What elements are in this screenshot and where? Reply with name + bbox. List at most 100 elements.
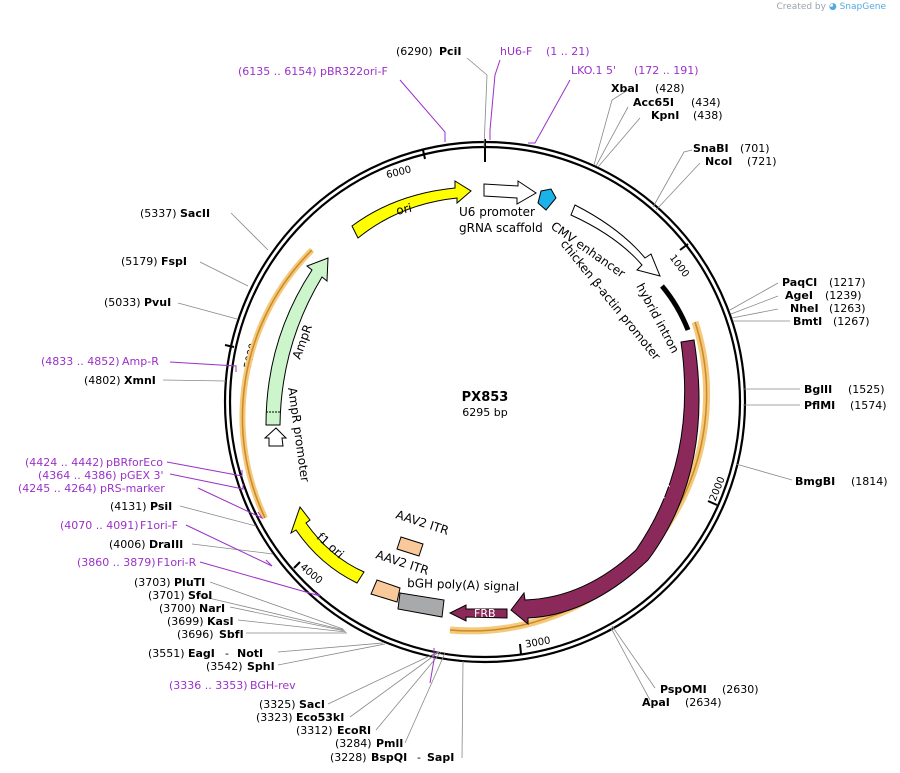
primer-hu6-name: hU6-F xyxy=(500,45,532,58)
credit-prefix: Created by xyxy=(776,2,826,12)
tick-label-3000: 3000 xyxy=(524,635,551,650)
site-ecori-pos: (3312) xyxy=(296,724,333,737)
leader-age xyxy=(730,295,779,315)
tick-label-6000: 6000 xyxy=(385,164,412,181)
primer-leader-lko xyxy=(528,79,571,144)
primer-pgex-name: pGEX 3' xyxy=(120,469,164,482)
primer-leader-f1r xyxy=(199,561,321,597)
leader-fsp xyxy=(199,261,249,287)
tick-2000 xyxy=(707,500,718,506)
site-psp-name: PspOMI xyxy=(660,683,707,696)
site-paq-name: PaqCI xyxy=(782,276,817,289)
tick-5000 xyxy=(224,344,235,348)
site-apa-name: ApaI xyxy=(642,696,670,709)
leader-dra xyxy=(191,543,274,555)
site-labels-right: PaqCI (1217) AgeI (1239) NheI (1263) Bmt… xyxy=(642,276,888,709)
site-eag-name: EagI xyxy=(188,647,215,660)
aav2-itr-label-1: AAV2 ITR xyxy=(374,548,431,578)
leader-pci xyxy=(466,57,488,148)
site-pml-name: PmlI xyxy=(376,737,403,750)
ampr-arrow xyxy=(265,257,329,426)
leader-xba xyxy=(593,89,629,166)
primer-pgex-range: (4364 .. 4386) xyxy=(38,469,117,482)
site-bmt-pos: (1267) xyxy=(833,315,870,328)
snapgene-logo: ◕ xyxy=(828,2,837,12)
site-kas-name: KasI xyxy=(207,615,234,628)
primer-labels: (6135 .. 6154) pBR322ori-F hU6-F (1 .. 2… xyxy=(18,45,699,692)
leader-sac2 xyxy=(230,212,269,251)
site-ecori-name: EcoRI xyxy=(337,724,371,737)
grna-scaffold-arrow xyxy=(537,188,557,211)
site-bmg-pos: (1814) xyxy=(851,475,888,488)
site-sbf-name: SbfI xyxy=(219,628,244,641)
primer-leader-bgh xyxy=(429,648,435,684)
primer-leaders xyxy=(166,59,571,684)
site-eag-sep: - xyxy=(225,647,229,660)
site-psi-pos: (4131) xyxy=(110,500,147,513)
site-pvu-name: PvuI xyxy=(144,296,171,309)
leader-bmg xyxy=(735,463,793,481)
site-pml-pos: (3284) xyxy=(335,737,372,750)
site-bmt-name: BmtI xyxy=(793,315,822,328)
primer-prs-name: pRS-marker xyxy=(100,482,165,495)
leader-nco xyxy=(655,162,701,211)
u6-promoter-label: U6 promoter xyxy=(459,205,535,219)
site-eco53-pos: (3323) xyxy=(256,711,293,724)
site-sap-name: SapI xyxy=(427,751,454,764)
backbone xyxy=(223,139,747,664)
site-sbf-pos: (3696) xyxy=(177,628,214,641)
tick-1000 xyxy=(679,243,689,251)
leader-pvu xyxy=(177,302,238,320)
aav2-itr-box-2 xyxy=(396,536,424,557)
site-psi-name: PsiI xyxy=(150,500,172,513)
leader-pml xyxy=(404,652,446,744)
site-pfl-name: PflMI xyxy=(804,399,835,412)
aav2-itr-box-1 xyxy=(370,579,401,603)
aav2-itr-label-2: AAV2 ITR xyxy=(394,508,451,538)
site-nhe-pos: (1263) xyxy=(829,302,866,315)
primer-leader-pbrfor xyxy=(166,461,243,477)
site-age-name: AgeI xyxy=(785,289,813,302)
leader-eag xyxy=(277,642,384,653)
site-bgl-name: BglII xyxy=(804,383,832,396)
site-plu-pos: (3703) xyxy=(134,576,171,589)
site-paq-pos: (1217) xyxy=(829,276,866,289)
site-nhe-name: NheI xyxy=(790,302,819,315)
site-nar-pos: (3700) xyxy=(159,602,196,615)
site-sac2-pos: (5337) xyxy=(140,207,177,220)
primer-lko-range: (172 .. 191) xyxy=(634,64,699,77)
leader-eco53 xyxy=(349,651,440,718)
site-apa-pos: (2634) xyxy=(685,696,722,709)
leader-bsp xyxy=(461,660,464,759)
site-eag-pos: (3551) xyxy=(148,647,185,660)
primer-leader-f1f xyxy=(185,524,273,567)
site-labels-bottom: (3325) SacI (3323) Eco53kI (3312) EcoRI … xyxy=(256,698,454,764)
site-sac-name: SacI xyxy=(299,698,325,711)
leader-acc xyxy=(595,106,629,167)
site-labels-top: (6290) PciI XbaI (428) Acc65I (434) KpnI… xyxy=(396,45,777,168)
primer-pbr322-name: pBR322ori-F xyxy=(320,65,388,78)
site-bsp-sep: - xyxy=(417,751,421,764)
site-pci-pos: (6290) xyxy=(396,45,433,58)
site-pvu-pos: (5033) xyxy=(104,296,141,309)
primer-leader-pbr322 xyxy=(399,79,446,142)
plasmid-size: 6295 bp xyxy=(462,406,507,419)
primer-pbrfor-name: pBRforEco xyxy=(106,456,163,469)
ampr-highlight-core xyxy=(241,249,313,519)
features: ori U6 promoter gRNA scaffold CMV enhanc… xyxy=(239,180,711,635)
leader-sna xyxy=(652,149,693,208)
tick-label-4000: 4000 xyxy=(298,562,325,587)
bgh-polya-label: bGH poly(A) signal xyxy=(407,576,519,594)
site-nco-pos: (721) xyxy=(747,155,777,168)
site-bsp-name: BspQI xyxy=(371,751,407,764)
leader-apa xyxy=(610,627,651,701)
site-xmn-name: XmnI xyxy=(124,374,156,387)
ampr-promoter-arrow xyxy=(263,427,288,447)
leader-xmn xyxy=(162,379,227,382)
primer-f1r-range: (3860 .. 3879) xyxy=(77,556,156,569)
primer-f1f-name: F1ori-F xyxy=(140,519,178,532)
plasmid-name: PX853 xyxy=(462,390,509,405)
site-bmg-name: BmgBI xyxy=(795,475,835,488)
site-kas-pos: (3699) xyxy=(167,615,204,628)
site-nar-name: NarI xyxy=(199,602,225,615)
